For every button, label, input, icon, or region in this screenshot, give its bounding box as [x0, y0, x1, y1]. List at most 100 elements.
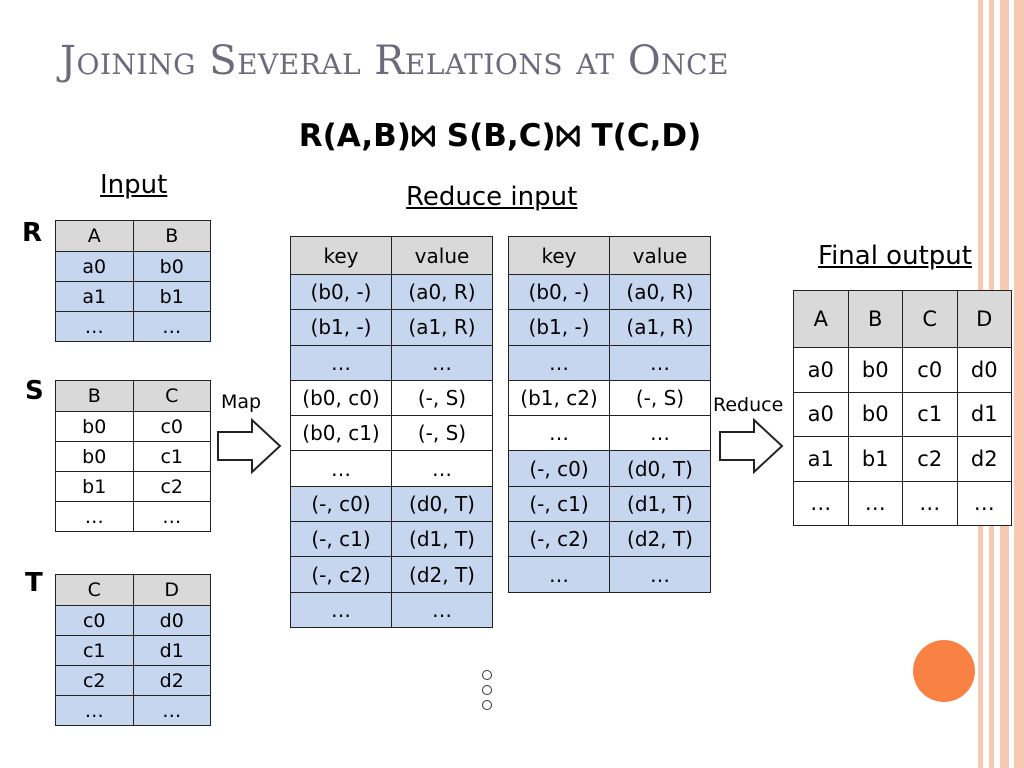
map-label: Map [221, 391, 262, 413]
reduce-label: Reduce [713, 394, 784, 416]
table-cell: a1 [55, 281, 134, 312]
column-header: A [55, 220, 134, 252]
table-cell: (d1, T) [609, 485, 711, 523]
vertical-ellipsis-icon [482, 670, 494, 715]
relation-label-r: R [22, 218, 43, 248]
table-cell: (-, c1) [508, 485, 610, 523]
table-cell: d0 [956, 347, 1012, 393]
table-cell: … [55, 311, 134, 342]
table-cell: (a0, R) [609, 273, 711, 311]
column-header: C [55, 574, 134, 606]
table-cell: (-, c2) [290, 556, 392, 593]
table-cell: d1 [132, 635, 211, 666]
reduce-input-heading: Reduce input [406, 182, 578, 212]
table-row: (b0, -)(a0, R) [290, 273, 493, 311]
table-row: …… [55, 501, 211, 532]
table-cell: c0 [55, 605, 134, 636]
slide-title: Joining Several Relations at Once [60, 38, 729, 84]
table-row: (b1, c2)(-, S) [508, 379, 711, 417]
table-row: (b0, c1)(-, S) [290, 415, 493, 452]
table-cell: c0 [902, 347, 958, 393]
table-cell: … [956, 480, 1012, 526]
table-row: (-, c2)(d2, T) [290, 556, 493, 593]
table-row: …… [508, 415, 711, 452]
column-header: B [55, 380, 134, 412]
table-cell: (b1, c2) [508, 379, 610, 417]
table-cell: (d2, T) [609, 521, 711, 558]
reduce-arrow-icon [719, 418, 784, 474]
table-cell: (b1, -) [508, 309, 610, 346]
table-cell: b0 [847, 391, 903, 437]
table-cell: c1 [132, 441, 211, 472]
table-cell: … [609, 556, 711, 593]
table-cell: b1 [55, 471, 134, 502]
table-cell: (b0, c1) [290, 415, 392, 452]
column-header: key [290, 236, 392, 275]
table-cell: … [391, 450, 493, 487]
table-cell: … [290, 450, 392, 487]
table-cell: d2 [132, 665, 211, 696]
table-cell: (-, c0) [290, 485, 392, 523]
table-row: (-, c1)(d1, T) [508, 485, 711, 523]
table-cell: (-, c2) [508, 521, 610, 558]
table-cell: … [508, 556, 610, 593]
table-cell: … [793, 480, 849, 526]
table-row: …… [508, 344, 711, 381]
table-row: …… [290, 450, 493, 487]
table-row: (b0, -)(a0, R) [508, 273, 711, 311]
column-header: A [793, 290, 849, 348]
table-cell: (b0, c0) [290, 379, 392, 417]
table-cell: a0 [793, 391, 849, 437]
table-cell: (d0, T) [609, 450, 711, 487]
table-row: (-, c0)(d0, T) [508, 450, 711, 487]
map-arrow-icon [217, 418, 282, 474]
table-cell: … [132, 695, 211, 726]
column-header: value [391, 236, 493, 275]
table-cell: (d0, T) [391, 485, 493, 523]
table-cell: … [290, 591, 392, 628]
input-heading: Input [100, 170, 168, 200]
column-header: B [847, 290, 903, 348]
table-cell: (-, S) [609, 379, 711, 417]
table-cell: (-, c0) [508, 450, 610, 487]
table-cell: a0 [55, 251, 134, 282]
table-row: …… [55, 695, 211, 726]
table-row: (-, c0)(d0, T) [290, 485, 493, 523]
decor-stripe [1014, 0, 1024, 768]
table-row: (-, c1)(d1, T) [290, 521, 493, 558]
table-cell: … [55, 695, 134, 726]
table-cell: c2 [902, 436, 958, 482]
table-cell: (d1, T) [391, 521, 493, 558]
column-header: key [508, 236, 610, 275]
table-cell: c1 [55, 635, 134, 666]
join-formula: R(A,B)⨝ S(B,C)⨝ T(C,D) [298, 118, 702, 154]
table-cell: (a1, R) [609, 309, 711, 346]
table-cell: … [391, 344, 493, 381]
table-row: …… [508, 556, 711, 593]
table-cell: c2 [55, 665, 134, 696]
table-cell: b1 [132, 281, 211, 312]
table-cell: b0 [132, 251, 211, 282]
table-cell: b0 [55, 411, 134, 442]
column-header: value [609, 236, 711, 275]
table-cell: (a0, R) [391, 273, 493, 311]
table-cell: (b0, -) [508, 273, 610, 311]
table-row: (b1, -)(a1, R) [508, 309, 711, 346]
column-header: B [132, 220, 211, 252]
table-cell: b1 [847, 436, 903, 482]
relation-label-s: S [25, 376, 44, 406]
table-cell: … [290, 344, 392, 381]
table-cell: … [609, 415, 711, 452]
table-cell: … [847, 480, 903, 526]
